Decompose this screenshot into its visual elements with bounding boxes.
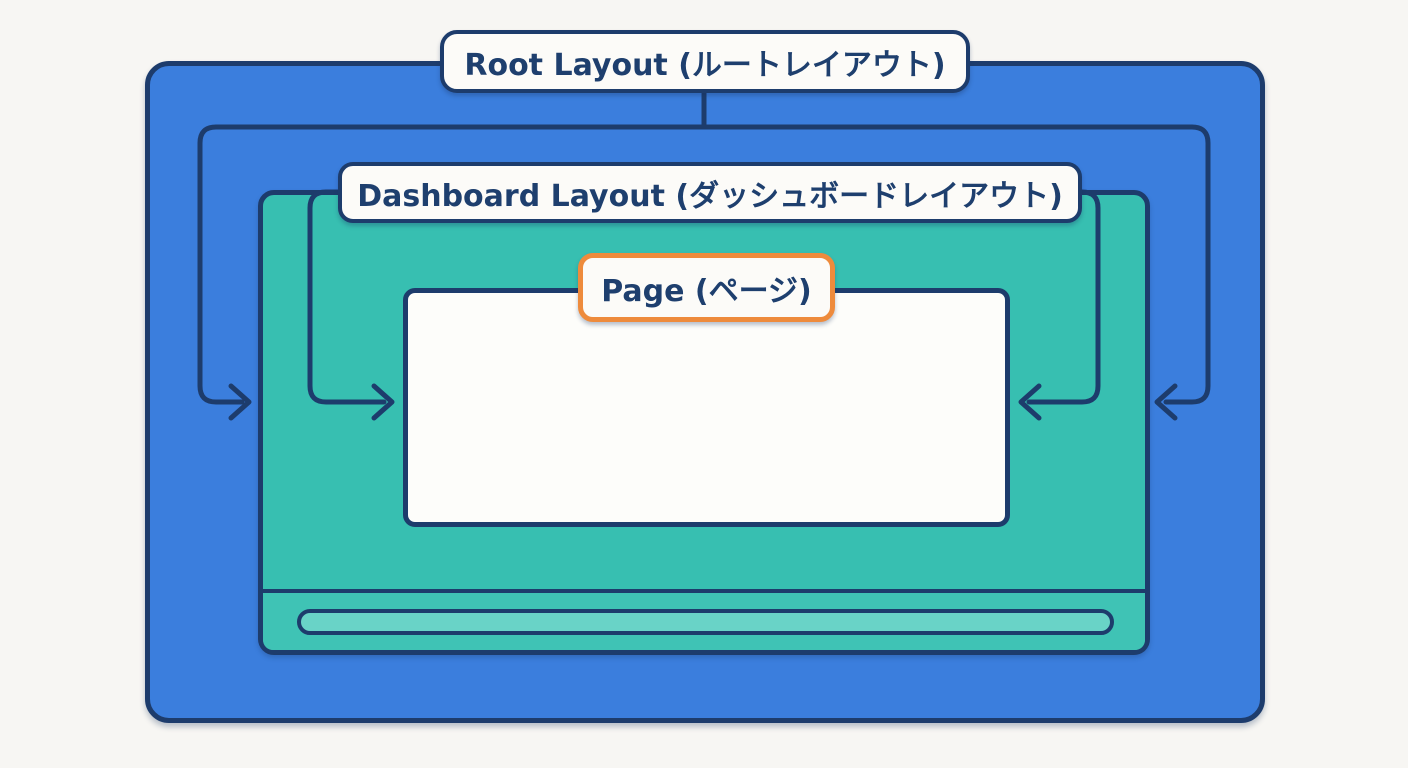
page-label-text: Page (ページ) <box>601 273 812 309</box>
dashboard-layout-label: Dashboard Layout (ダッシュボードレイアウト) <box>338 162 1082 223</box>
root-layout-label-text: Root Layout (ルートレイアウト) <box>464 47 946 83</box>
page-box <box>403 288 1010 527</box>
footer-pill-shape <box>297 608 1114 635</box>
root-layout-label: Root Layout (ルートレイアウト) <box>440 30 970 93</box>
dashboard-layout-label-text: Dashboard Layout (ダッシュボードレイアウト) <box>357 178 1063 214</box>
dashboard-footer-bar <box>263 589 1145 650</box>
page-label: Page (ページ) <box>578 253 835 322</box>
